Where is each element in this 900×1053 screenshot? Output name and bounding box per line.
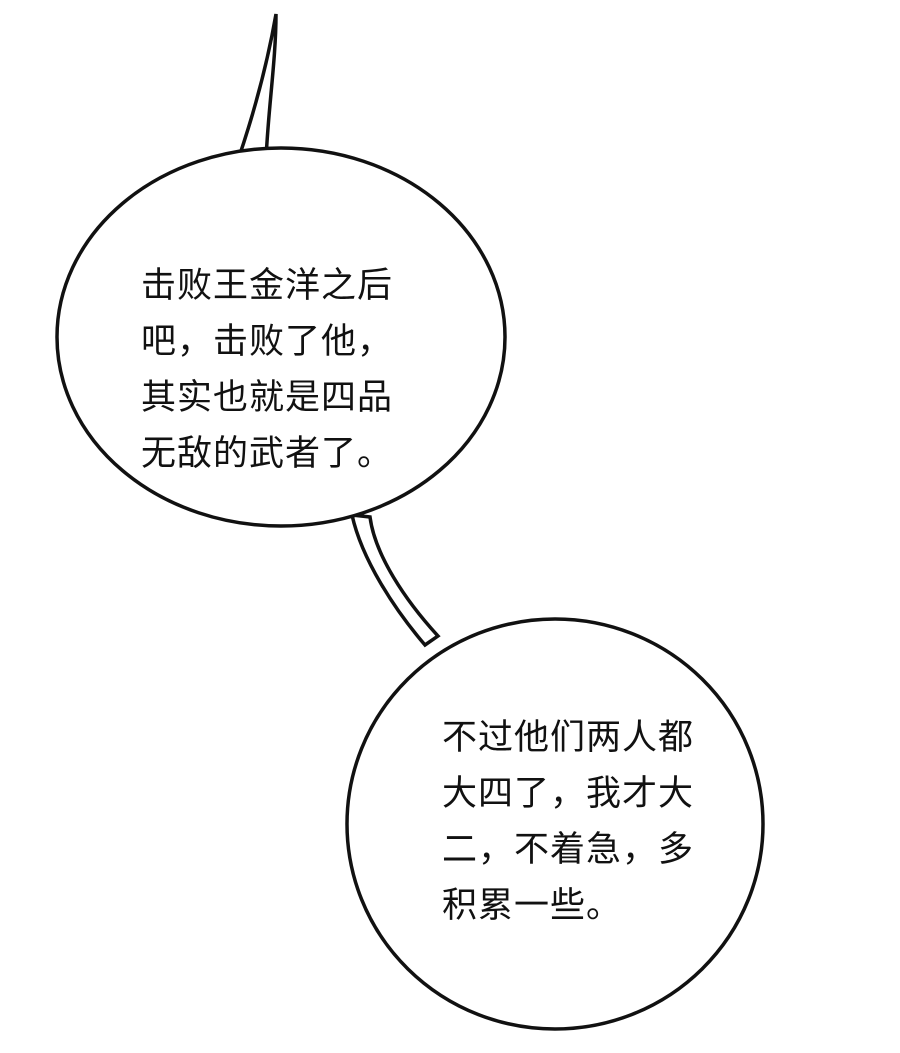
dialogue-line: 大四了，我才大 (442, 774, 695, 814)
bubble-1-tail (235, 13, 278, 162)
speech-bubble-2 (345, 617, 765, 1031)
speech-bubble-1 (55, 146, 507, 528)
bubble-1-text: 击败王金洋之后 吧，击败了他， 其实也就是四品 无敌的武者了。 (141, 258, 393, 482)
dialogue-line: 二，不着急，多 (442, 830, 695, 870)
dialogue-line: 其实也就是四品 (141, 378, 394, 418)
dialogue-line: 击败王金洋之后 (141, 266, 394, 306)
dialogue-line: 不过他们两人都 (442, 718, 695, 758)
bubble-connector (349, 512, 441, 648)
dialogue-line: 积累一些。 (442, 886, 623, 926)
dialogue-line: 无敌的武者了。 (141, 434, 394, 474)
bubble-2-text: 不过他们两人都 大四了，我才大 二，不着急，多 积累一些。 (442, 710, 694, 934)
dialogue-line: 吧，击败了他， (141, 322, 394, 362)
